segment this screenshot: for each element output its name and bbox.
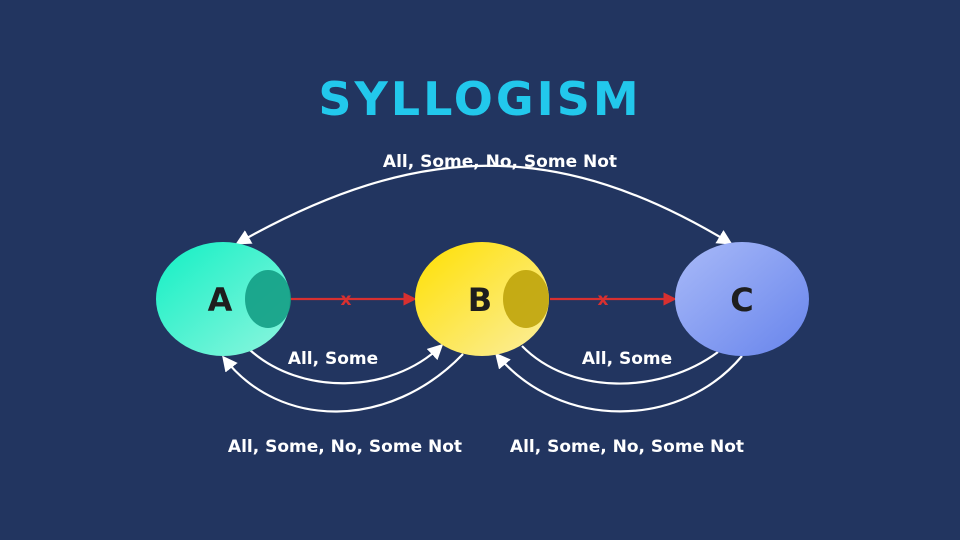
arc-a-b-inner — [249, 343, 444, 385]
label-bc-outer: All, Some, No, Some Not — [509, 437, 745, 457]
node-c-label: C — [730, 281, 754, 319]
node-a-overlap — [245, 270, 291, 328]
node-a-label: A — [207, 281, 233, 319]
label-bc-inner: All, Some — [581, 349, 673, 369]
node-b-label: B — [467, 281, 493, 319]
node-b-overlap — [503, 270, 549, 328]
cross-b-c: x — [598, 290, 609, 310]
arc-b-a-outer — [222, 353, 464, 413]
node-c — [675, 242, 809, 356]
node-a — [156, 242, 290, 356]
label-ab-outer: All, Some, No, Some Not — [227, 437, 463, 457]
cross-a-b: x — [341, 290, 352, 310]
label-top: All, Some, No, Some Not — [382, 152, 618, 172]
node-b — [415, 242, 549, 356]
label-ab-inner: All, Some — [287, 349, 379, 369]
arc-c-b-outer — [495, 352, 743, 413]
page-title: SYLLOGISM — [318, 72, 642, 126]
arc-a-c — [235, 164, 733, 245]
arc-c-b-inner — [521, 345, 719, 385]
